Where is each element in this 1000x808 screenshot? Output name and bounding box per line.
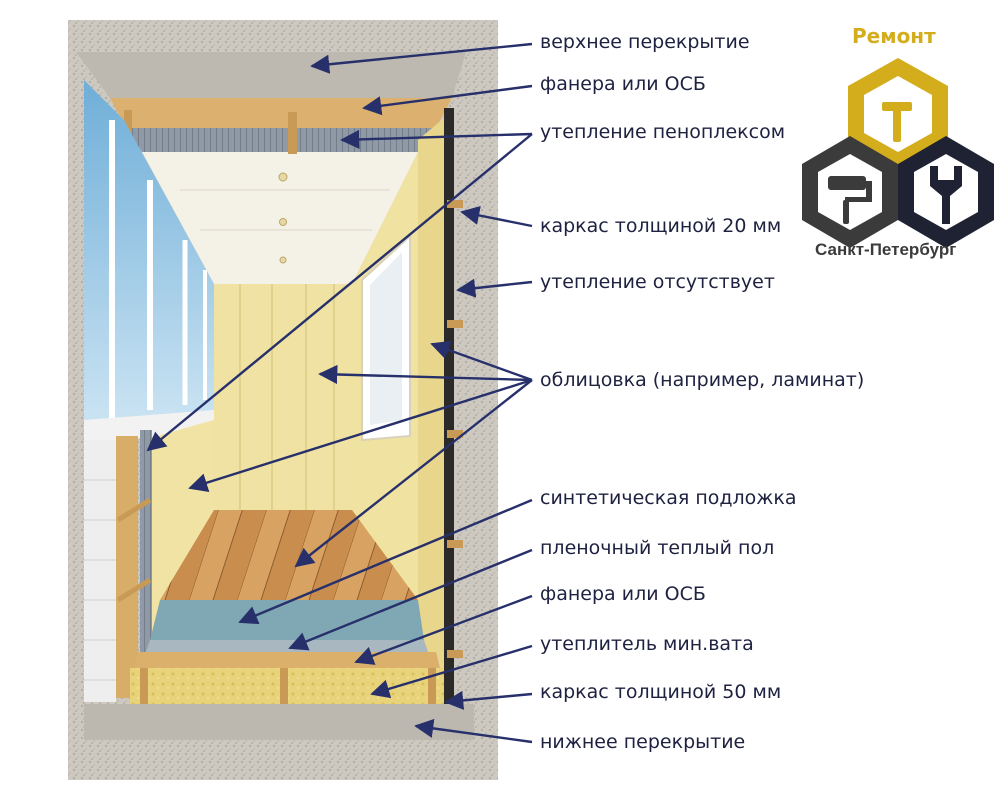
label-floor-plywood: фанера или ОСБ [540, 583, 706, 605]
label-no-insulation: утепление отсутствует [540, 271, 775, 293]
brick-parapet [84, 440, 116, 702]
label-ceiling-plywood: фанера или ОСБ [540, 73, 706, 95]
arrow-top-slab [310, 42, 533, 74]
label-cladding: облицовка (например, ламинат) [540, 369, 865, 391]
ceiling-penoplex [126, 128, 436, 152]
leader-arrows [146, 42, 533, 744]
arrow-cladding-back [318, 364, 533, 385]
arrow-frame-20 [460, 205, 533, 228]
label-heated-film: пленочный теплый пол [540, 537, 775, 559]
arrow-floor-plywood [354, 594, 533, 665]
paint-roller-icon [828, 176, 872, 224]
ceiling-panel [142, 152, 418, 284]
hammer-icon [882, 102, 912, 142]
arrow-cladding-left [188, 378, 533, 492]
label-frame-50: каркас толщиной 50 мм [540, 681, 782, 703]
arrow-cladding-floor [294, 379, 533, 568]
underlay [150, 600, 424, 640]
label-top-slab: верхнее перекрытие [540, 31, 750, 53]
top-slab [76, 52, 466, 98]
label-penoplex: утепление пеноплексом [540, 121, 786, 143]
floor-plywood [134, 652, 440, 668]
arrow-ceiling-plywood [362, 84, 533, 116]
arrow-bottom-slab [414, 718, 533, 744]
back-wall-cladding [214, 284, 352, 510]
arrow-underlay [238, 498, 533, 625]
arrow-cladding-right [430, 340, 533, 382]
logo-city: Санкт-Петербург [815, 240, 957, 259]
arrow-penoplex-ceiling [340, 129, 533, 150]
laminate-floor [160, 510, 418, 600]
bottom-slab [84, 704, 474, 740]
logo [802, 58, 994, 248]
arrow-heated-film [288, 548, 533, 651]
label-frame-20: каркас толщиной 20 мм [540, 215, 782, 237]
wrench-icon [930, 166, 962, 224]
label-mineral-wool: утеплитель мин.вата [540, 633, 754, 655]
label-bottom-slab: нижнее перекрытие [540, 731, 746, 753]
arrow-frame-50 [444, 690, 533, 710]
balcony-illustration [68, 20, 498, 780]
logo-title: Ремонт [852, 24, 936, 48]
arrow-penoplex-wall [146, 133, 533, 452]
arrow-no-insulation [456, 278, 533, 298]
label-underlay: синтетическая подложка [540, 487, 797, 509]
arrow-mineral-wool [370, 644, 533, 699]
